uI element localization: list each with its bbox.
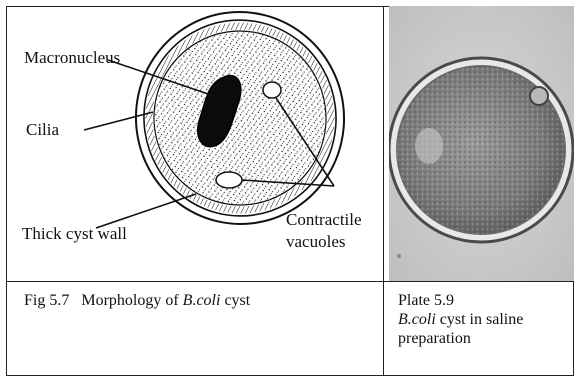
vacuole-upper — [263, 82, 281, 98]
label-contractile-line2: vacuoles — [286, 232, 345, 252]
fig-caption: Fig 5.7 Morphology of B.coli cyst — [24, 291, 250, 310]
leader-cyst-wall — [96, 194, 196, 228]
label-cilia: Cilia — [26, 120, 59, 140]
fig-species: B.coli — [183, 292, 221, 309]
cyst-photo — [389, 6, 574, 281]
plate-text-line2: cyst in saline — [436, 311, 524, 328]
label-thick-cyst-wall: Thick cyst wall — [22, 224, 127, 244]
fig-text-after: cyst — [220, 292, 250, 309]
fig-number: Fig 5.7 — [24, 292, 69, 309]
fig-text-before: Morphology of — [81, 292, 182, 309]
plate-text-line3: preparation — [398, 329, 570, 348]
cyst-photo-drawing — [389, 6, 574, 281]
label-contractile-line1: Contractile — [286, 210, 362, 230]
vacuole-lower — [216, 172, 242, 188]
plate-species: B.coli — [398, 311, 436, 328]
label-macronucleus: Macronucleus — [24, 48, 120, 68]
plate-number: Plate 5.9 — [398, 291, 570, 310]
plate-caption: Plate 5.9 B.coli cyst in saline preparat… — [398, 291, 570, 348]
leader-cilia — [84, 112, 153, 130]
